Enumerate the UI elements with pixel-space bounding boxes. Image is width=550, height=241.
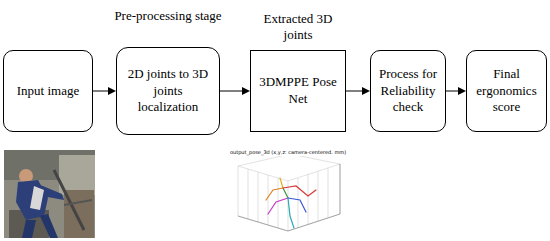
process-box: Final ergonomics score	[466, 50, 547, 132]
box-label: 3DMPPE Pose Net	[257, 74, 339, 108]
process-box: Extracted 3D joints3DMPPE Pose Net	[250, 50, 346, 132]
arrow-line	[93, 91, 109, 92]
process-box: Input image	[3, 50, 93, 132]
process-box: Pre-processing stage2D joints to 3D join…	[116, 47, 220, 135]
flow-arrow	[346, 87, 370, 95]
arrow-head	[458, 87, 466, 95]
box-label: Final ergonomics score	[473, 66, 540, 117]
box-label: 2D joints to 3D joints localization	[123, 66, 213, 117]
arrow-head	[362, 87, 370, 95]
arrow-line	[346, 91, 363, 92]
arrow-line	[446, 91, 459, 92]
arrow-head	[242, 87, 250, 95]
process-box: Process for Reliability check	[370, 50, 446, 132]
flow-arrow	[220, 87, 250, 95]
input-photo	[4, 150, 95, 238]
arrow-head	[108, 87, 116, 95]
arrow-line	[220, 91, 243, 92]
box-label: Input image	[17, 83, 79, 100]
pose-plot	[228, 156, 348, 238]
box-label: Process for Reliability check	[377, 66, 439, 117]
flow-arrow	[93, 87, 116, 95]
stage-heading: Pre-processing stage	[103, 8, 233, 24]
stage-heading: Extracted 3D joints	[255, 11, 341, 44]
plot-title: output_pose_3d (x,y,z: camera-centered. …	[230, 150, 346, 155]
flow-arrow	[446, 87, 466, 95]
